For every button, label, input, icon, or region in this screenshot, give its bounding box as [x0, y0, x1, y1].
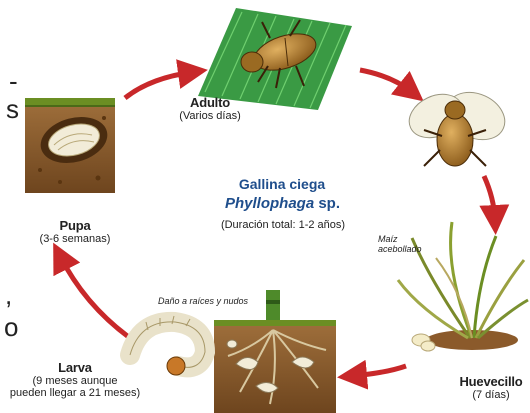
stage-adulto-name: Adulto	[170, 96, 250, 110]
annotation-damage: Daño a raíces y nudos	[158, 296, 248, 306]
cut-off-s: s	[6, 96, 19, 122]
arrow-huevecillo-to-roots	[352, 366, 406, 376]
stage-huevecillo-duration: (7 días)	[452, 389, 530, 401]
annotation-maiz-line2: acebollado	[378, 244, 422, 254]
cut-off-comma: ,	[5, 282, 12, 308]
stage-adulto-duration: (Varios días)	[170, 110, 250, 122]
annotation-maiz: Maíz acebollado	[378, 234, 422, 254]
stage-larva-name: Larva	[2, 361, 148, 375]
stage-huevecillo: Huevecillo (7 días)	[452, 375, 530, 401]
stage-pupa-name: Pupa	[20, 219, 130, 233]
stage-larva-duration-2: pueden llegar a 21 meses)	[2, 387, 148, 399]
center-duration: (Duración total: 1-2 años)	[203, 219, 363, 231]
stage-pupa: Pupa (3-6 semanas)	[20, 219, 130, 245]
annotation-maiz-line1: Maíz	[378, 234, 422, 244]
species-genus: Phyllophaga	[225, 195, 314, 212]
center-species: Phyllophaga sp.	[205, 196, 360, 213]
stage-larva-duration-1: (9 meses aunque	[2, 375, 148, 387]
arrow-pupa-to-adulto	[125, 72, 193, 98]
cut-off-o: o	[4, 314, 18, 340]
species-suffix: sp.	[314, 195, 340, 212]
flying-beetle-illustration	[402, 83, 512, 166]
root-damage-illustration	[214, 290, 336, 413]
arrow-larva-to-pupa	[60, 256, 130, 338]
cut-off-dash: -	[9, 68, 18, 94]
arrow-adulto-to-flying	[360, 70, 412, 92]
pupa-illustration	[25, 98, 115, 193]
arrow-flying-to-huevecillo	[484, 176, 495, 220]
center-title: Gallina ciega	[222, 177, 342, 192]
stage-huevecillo-name: Huevecillo	[452, 375, 530, 389]
stage-larva: Larva (9 meses aunque pueden llegar a 21…	[2, 361, 148, 399]
stage-pupa-duration: (3-6 semanas)	[20, 233, 130, 245]
stage-adulto: Adulto (Varios días)	[170, 96, 250, 122]
